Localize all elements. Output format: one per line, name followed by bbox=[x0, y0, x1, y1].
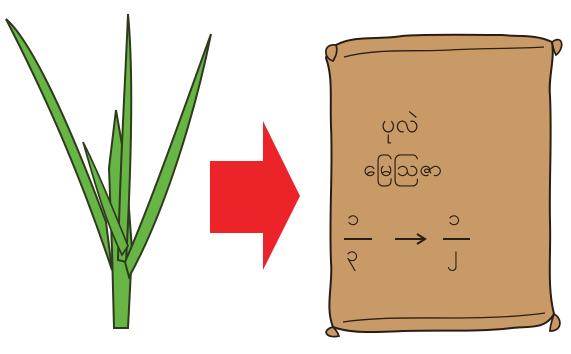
rice-plant-icon bbox=[5, 13, 212, 329]
sack-top-right-corner bbox=[551, 38, 563, 57]
sack-top-fold bbox=[343, 46, 545, 58]
plant-center-blade bbox=[116, 13, 133, 264]
plant-right-blade bbox=[123, 33, 212, 280]
sack-bottom-left-corner bbox=[325, 326, 341, 338]
sack-top-left-corner bbox=[325, 44, 338, 63]
plant-inner-blade bbox=[82, 141, 129, 257]
right-arrow-icon bbox=[210, 121, 300, 270]
sack-body bbox=[324, 33, 556, 334]
sack-label-line-2: မြေဩဇာ bbox=[363, 156, 443, 182]
plant-left-blade bbox=[5, 18, 113, 271]
fraction-arrow-head bbox=[416, 233, 427, 245]
fraction-right-numerator: ၁ bbox=[448, 206, 461, 231]
sack-bottom-right-corner bbox=[549, 312, 561, 332]
rice-sack-icon bbox=[324, 33, 563, 338]
arrow-shape bbox=[210, 121, 300, 270]
sack-label-line-1: ပုလဲ bbox=[381, 109, 419, 138]
fraction-right-denominator: ၂ bbox=[447, 242, 458, 267]
sack-bottom-fold bbox=[342, 312, 546, 323]
fraction-left-denominator: ၃ bbox=[346, 242, 359, 267]
fraction-left-numerator: ၁ bbox=[347, 206, 360, 231]
